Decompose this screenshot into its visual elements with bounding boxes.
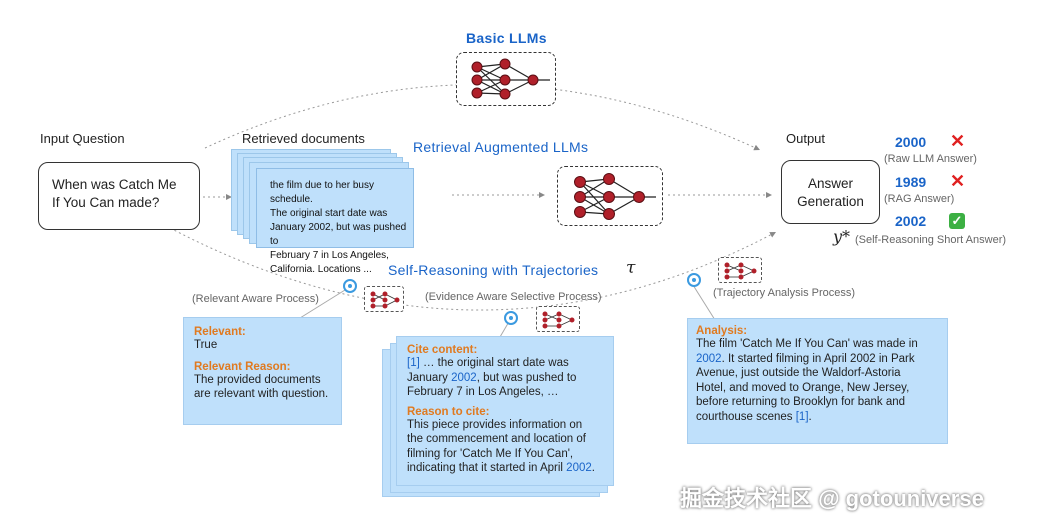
cite-text: February 7 in Los Angeles, … xyxy=(407,386,559,398)
y-star-symbol: y* xyxy=(833,227,851,246)
raw-llm-answer-caption: (Raw LLM Answer) xyxy=(884,153,977,165)
retrieved-documents-label: Retrieved documents xyxy=(242,131,365,146)
answer-box-line-1: Answer xyxy=(807,176,853,191)
analysis-line: Avenue, just outside the Waldorf-Astoria xyxy=(696,367,901,379)
cite-text: … the original start date was xyxy=(419,357,569,369)
relevant-reason-label: Relevant Reason: xyxy=(194,360,291,373)
rag-answer-value: 1989 xyxy=(895,174,927,190)
answer-generation-box: Answer Generation xyxy=(781,160,880,224)
relevant-reason-line: are relevant with question. xyxy=(194,388,329,400)
cite-text: , but was pushed to xyxy=(476,371,577,384)
relevant-process-label: (Relevant Aware Process) xyxy=(192,293,319,305)
evidence-process-label: (Evidence Aware Selective Process) xyxy=(425,291,602,303)
self-reasoning-answer-caption: (Self-Reasoning Short Answer) xyxy=(855,234,1007,246)
cite-year: 2002 xyxy=(451,371,477,384)
mini-network-icon xyxy=(536,306,580,332)
rag-answer-caption: (RAG Answer) xyxy=(884,193,955,205)
analysis-panel: Analysis: The film 'Catch Me If You Can'… xyxy=(687,318,948,444)
document-line: January 2002, but was pushed to xyxy=(270,222,407,247)
reason-line: filming for 'Catch Me If You Can', xyxy=(407,447,574,460)
mini-network-icon xyxy=(718,257,762,283)
target-icon xyxy=(343,279,357,293)
question-line-1: When was Catch Me xyxy=(52,177,177,192)
analysis-ref: [1] xyxy=(795,410,809,423)
analysis-punct: . xyxy=(808,410,812,423)
reason-line: the commencement and location of xyxy=(407,433,586,445)
trajectory-process-label: (Trajectory Analysis Process) xyxy=(713,287,856,299)
rag-llms-title: Retrieval Augmented LLMs xyxy=(413,139,589,155)
reason-line: This piece provides information on xyxy=(407,418,583,431)
relevant-reason-line: The provided documents xyxy=(194,373,321,386)
input-question-label: Input Question xyxy=(40,131,125,146)
reason-punct: . xyxy=(591,462,595,474)
cite-ref: [1] xyxy=(407,357,420,369)
reason-to-cite-label: Reason to cite: xyxy=(407,405,490,418)
document-line: California. Locations ... xyxy=(270,264,372,275)
raw-llm-answer-value: 2000 xyxy=(895,134,927,150)
relevant-value: True xyxy=(194,339,218,351)
analysis-line: courthouse scenes xyxy=(696,410,796,423)
document-line: February 7 in Los Angeles, xyxy=(270,250,389,261)
basic-llm-network-icon xyxy=(456,52,556,106)
question-box: When was Catch Me If You Can made? xyxy=(38,162,200,230)
answer-box-line-2: Generation xyxy=(797,194,864,209)
check-icon: ✓ xyxy=(949,213,965,229)
target-icon xyxy=(687,273,701,287)
cite-content-label: Cite content: xyxy=(407,344,478,356)
cross-icon: ✕ xyxy=(950,171,966,191)
document-line: the film due to her busy schedule. xyxy=(270,180,374,205)
basic-llms-title: Basic LLMs xyxy=(466,30,547,46)
cross-icon: ✕ xyxy=(950,131,966,151)
watermark: 掘金技术社区 @ gotouniverse xyxy=(680,486,984,511)
analysis-label: Analysis: xyxy=(696,325,748,337)
document-line: The original start date was xyxy=(270,208,388,219)
retrieved-document: the film due to her busy schedule. The o… xyxy=(256,168,414,275)
relevant-label: Relevant: xyxy=(194,326,246,338)
target-icon xyxy=(504,311,518,325)
analysis-line: . It started filming in April 2002 in Pa… xyxy=(721,352,915,365)
relevant-panel: Relevant: True Relevant Reason: The prov… xyxy=(183,317,342,425)
self-reasoning-title: Self-Reasoning with Trajectories xyxy=(388,262,599,278)
reason-line: indicating that it started in April xyxy=(407,462,567,474)
analysis-line: The film 'Catch Me If You Can' was made … xyxy=(696,338,918,350)
cite-panel: Cite content: [1] … the original start d… xyxy=(396,336,614,486)
analysis-year: 2002 xyxy=(696,352,722,365)
cite-text: January xyxy=(407,371,452,384)
question-line-2: If You Can made? xyxy=(52,195,160,210)
tau-symbol: 𝜏 xyxy=(626,258,636,278)
analysis-line: before returning to Brooklyn for bank an… xyxy=(696,396,906,408)
analysis-line: Hotel, and moved to Orange, New Jersey, xyxy=(696,381,910,394)
rag-llm-network-icon xyxy=(557,166,663,226)
self-reasoning-answer-value: 2002 xyxy=(895,213,927,229)
output-label: Output xyxy=(786,131,826,146)
reason-year: 2002 xyxy=(566,462,592,474)
mini-network-icon xyxy=(364,286,404,312)
